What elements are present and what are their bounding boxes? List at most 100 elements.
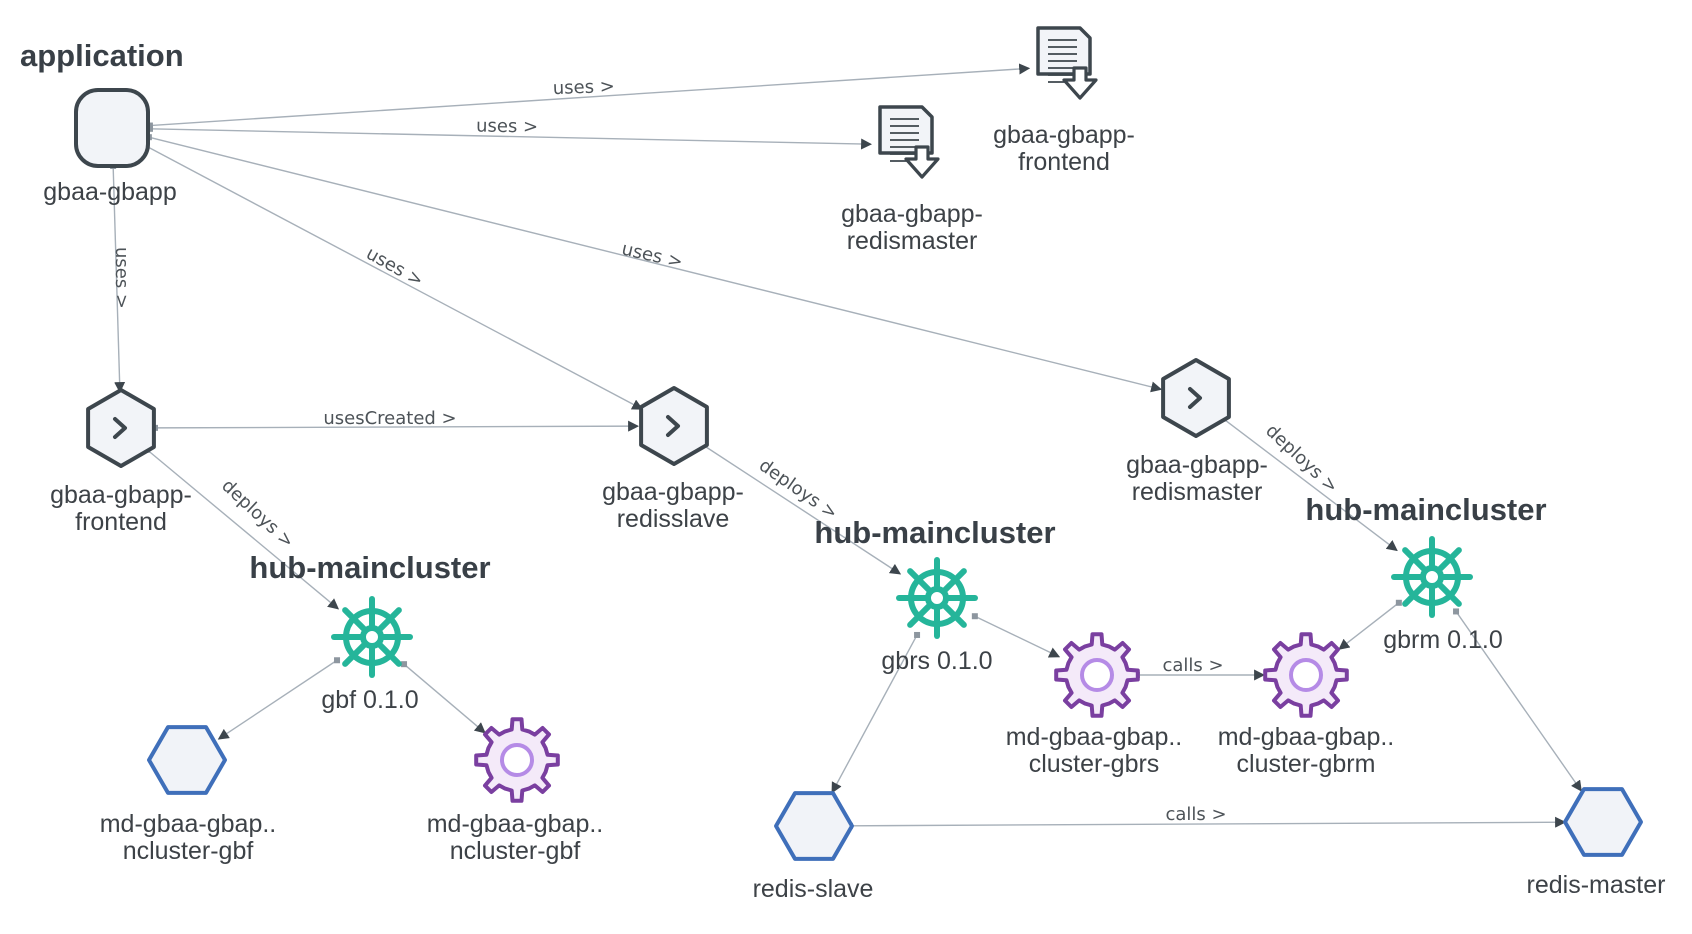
edge-line	[702, 444, 902, 575]
node-label: gbaa-gbapp-	[602, 478, 744, 506]
edge-line	[148, 136, 1163, 393]
gear-icon	[1263, 632, 1349, 718]
helm-wheel-icon	[896, 557, 978, 639]
edge-line	[112, 165, 126, 394]
node-doc_redismaster[interactable]: gbaa-gbapp-redismaster	[841, 105, 983, 255]
node-label: gbaa-gbapp-	[841, 200, 983, 228]
nodes-layer: gbaa-gbappgbaa-gbapp-frontendgbaa-gbapp-…	[43, 26, 1666, 903]
service-hexagon-icon	[774, 791, 854, 861]
service-hexagon-icon	[147, 725, 227, 795]
node-label: cluster-gbrs	[1029, 750, 1160, 778]
edge-line	[831, 634, 918, 794]
edge-label: uses >	[362, 243, 426, 291]
node-label: gbf 0.1.0	[321, 686, 418, 714]
cluster-title: hub-maincluster	[249, 550, 490, 585]
node-label: gbrm 0.1.0	[1383, 626, 1503, 654]
node-redis_slave[interactable]: redis-slave	[753, 791, 874, 903]
edge-anchor	[1395, 599, 1402, 606]
node-label: ncluster-gbf	[450, 837, 581, 865]
node-helm_gbrm[interactable]: gbrm 0.1.0	[1383, 536, 1503, 654]
node-app[interactable]: gbaa-gbapp	[43, 88, 177, 206]
node-label: md-gbaa-gbap..	[1006, 723, 1183, 751]
cluster-title: hub-maincluster	[814, 515, 1055, 550]
edge-redis_slave-to-redis_master: calls >	[846, 804, 1567, 829]
edge-line	[1338, 602, 1400, 650]
node-label: frontend	[1018, 148, 1110, 176]
node-doc_frontend[interactable]: gbaa-gbapp-frontend	[993, 26, 1135, 176]
node-dep_gbrs[interactable]: md-gbaa-gbap..cluster-gbrs	[1006, 632, 1183, 778]
subscription-icon	[1161, 358, 1231, 438]
node-svc_gbf[interactable]: md-gbaa-gbap..ncluster-gbf	[100, 725, 277, 865]
subscription-icon	[86, 388, 156, 468]
edge-label: calls >	[1162, 655, 1223, 676]
node-sub_redismaster[interactable]: gbaa-gbapp-redismaster	[1126, 358, 1268, 506]
edge-sub_frontend-to-sub_redisslave: usesCreated >	[151, 408, 640, 432]
edge-anchor	[401, 661, 408, 668]
helm-wheel-icon	[1391, 536, 1473, 618]
edge-label: uses >	[476, 115, 538, 137]
edge-line	[154, 420, 640, 432]
gear-icon	[1054, 632, 1140, 718]
edge-line	[217, 659, 338, 740]
service-hexagon-icon	[1563, 787, 1643, 857]
cluster-title: hub-maincluster	[1305, 492, 1546, 527]
node-label: frontend	[75, 508, 167, 536]
edge-helm_gbrm-to-redis_master	[1453, 608, 1582, 792]
node-label: md-gbaa-gbap..	[427, 810, 604, 838]
node-label: gbaa-gbapp-	[50, 481, 192, 509]
node-redis_master[interactable]: redis-master	[1527, 787, 1666, 899]
edge-dep_gbrs-to-dep_gbrm: calls >	[1134, 655, 1266, 681]
node-helm_gbf[interactable]: gbf 0.1.0	[321, 596, 419, 714]
edge-line	[974, 615, 1061, 658]
application-icon	[74, 88, 150, 168]
node-label: md-gbaa-gbap..	[100, 810, 277, 838]
node-dep_gbf[interactable]: md-gbaa-gbap..ncluster-gbf	[427, 717, 604, 865]
edge-label: uses >	[620, 238, 685, 272]
subscription-icon	[639, 386, 709, 466]
edge-helm_gbf-to-svc_gbf	[217, 657, 341, 740]
node-sub_redisslave[interactable]: gbaa-gbapp-redisslave	[602, 386, 744, 533]
node-label: redisslave	[617, 505, 730, 533]
node-helm_gbrs[interactable]: gbrs 0.1.0	[881, 557, 993, 675]
edge-app-to-sub_redisslave: uses >	[142, 142, 644, 410]
edge-anchor	[971, 613, 978, 620]
node-label: ncluster-gbf	[123, 837, 254, 865]
edge-line	[1455, 611, 1582, 792]
edge-label: uses >	[552, 76, 615, 99]
edge-anchor	[334, 657, 341, 664]
edge-helm_gbrm-to-dep_gbrm	[1338, 599, 1402, 650]
node-label: md-gbaa-gbap..	[1218, 723, 1395, 751]
edge-anchor	[1453, 608, 1460, 615]
edge-helm_gbrs-to-dep_gbrs	[971, 613, 1061, 658]
node-sub_frontend[interactable]: gbaa-gbapp-frontend	[50, 388, 192, 536]
document-download-icon	[1036, 26, 1098, 100]
node-label: cluster-gbrm	[1237, 750, 1376, 778]
node-label: gbaa-gbapp	[43, 178, 176, 206]
node-label: redismaster	[1132, 478, 1263, 506]
edge-line	[149, 63, 1031, 127]
edge-app-to-doc_redismaster: uses >	[146, 115, 873, 150]
node-label: gbaa-gbapp-	[993, 121, 1135, 149]
edge-helm_gbrs-to-redis_slave	[831, 631, 921, 794]
groups-layer: hub-maincluster hub-maincluster hub-maincl…	[249, 492, 1546, 585]
node-label: gbrs 0.1.0	[881, 647, 992, 675]
gear-icon	[474, 717, 560, 803]
document-download-icon	[878, 105, 940, 179]
edge-label: deploys >	[1261, 420, 1342, 497]
edge-line	[145, 145, 644, 410]
node-label: redismaster	[847, 227, 978, 255]
edge-line	[149, 128, 873, 150]
edge-label: deploys >	[755, 455, 841, 524]
diagram-title: application	[20, 38, 184, 73]
edge-line	[849, 816, 1567, 828]
edge-helm_gbf-to-dep_gbf	[401, 661, 486, 734]
edge-line	[146, 449, 340, 610]
node-dep_gbrm[interactable]: md-gbaa-gbap..cluster-gbrm	[1218, 632, 1395, 778]
edge-line	[1222, 417, 1398, 552]
edges-layer: uses >uses >uses >uses >uses >usesCreate…	[110, 63, 1582, 829]
node-label: redis-master	[1527, 871, 1666, 899]
edge-sub_redisslave-to-helm_gbrs: deploys >	[699, 441, 902, 575]
helm-wheel-icon	[331, 596, 413, 678]
node-label: gbaa-gbapp-	[1126, 451, 1268, 479]
